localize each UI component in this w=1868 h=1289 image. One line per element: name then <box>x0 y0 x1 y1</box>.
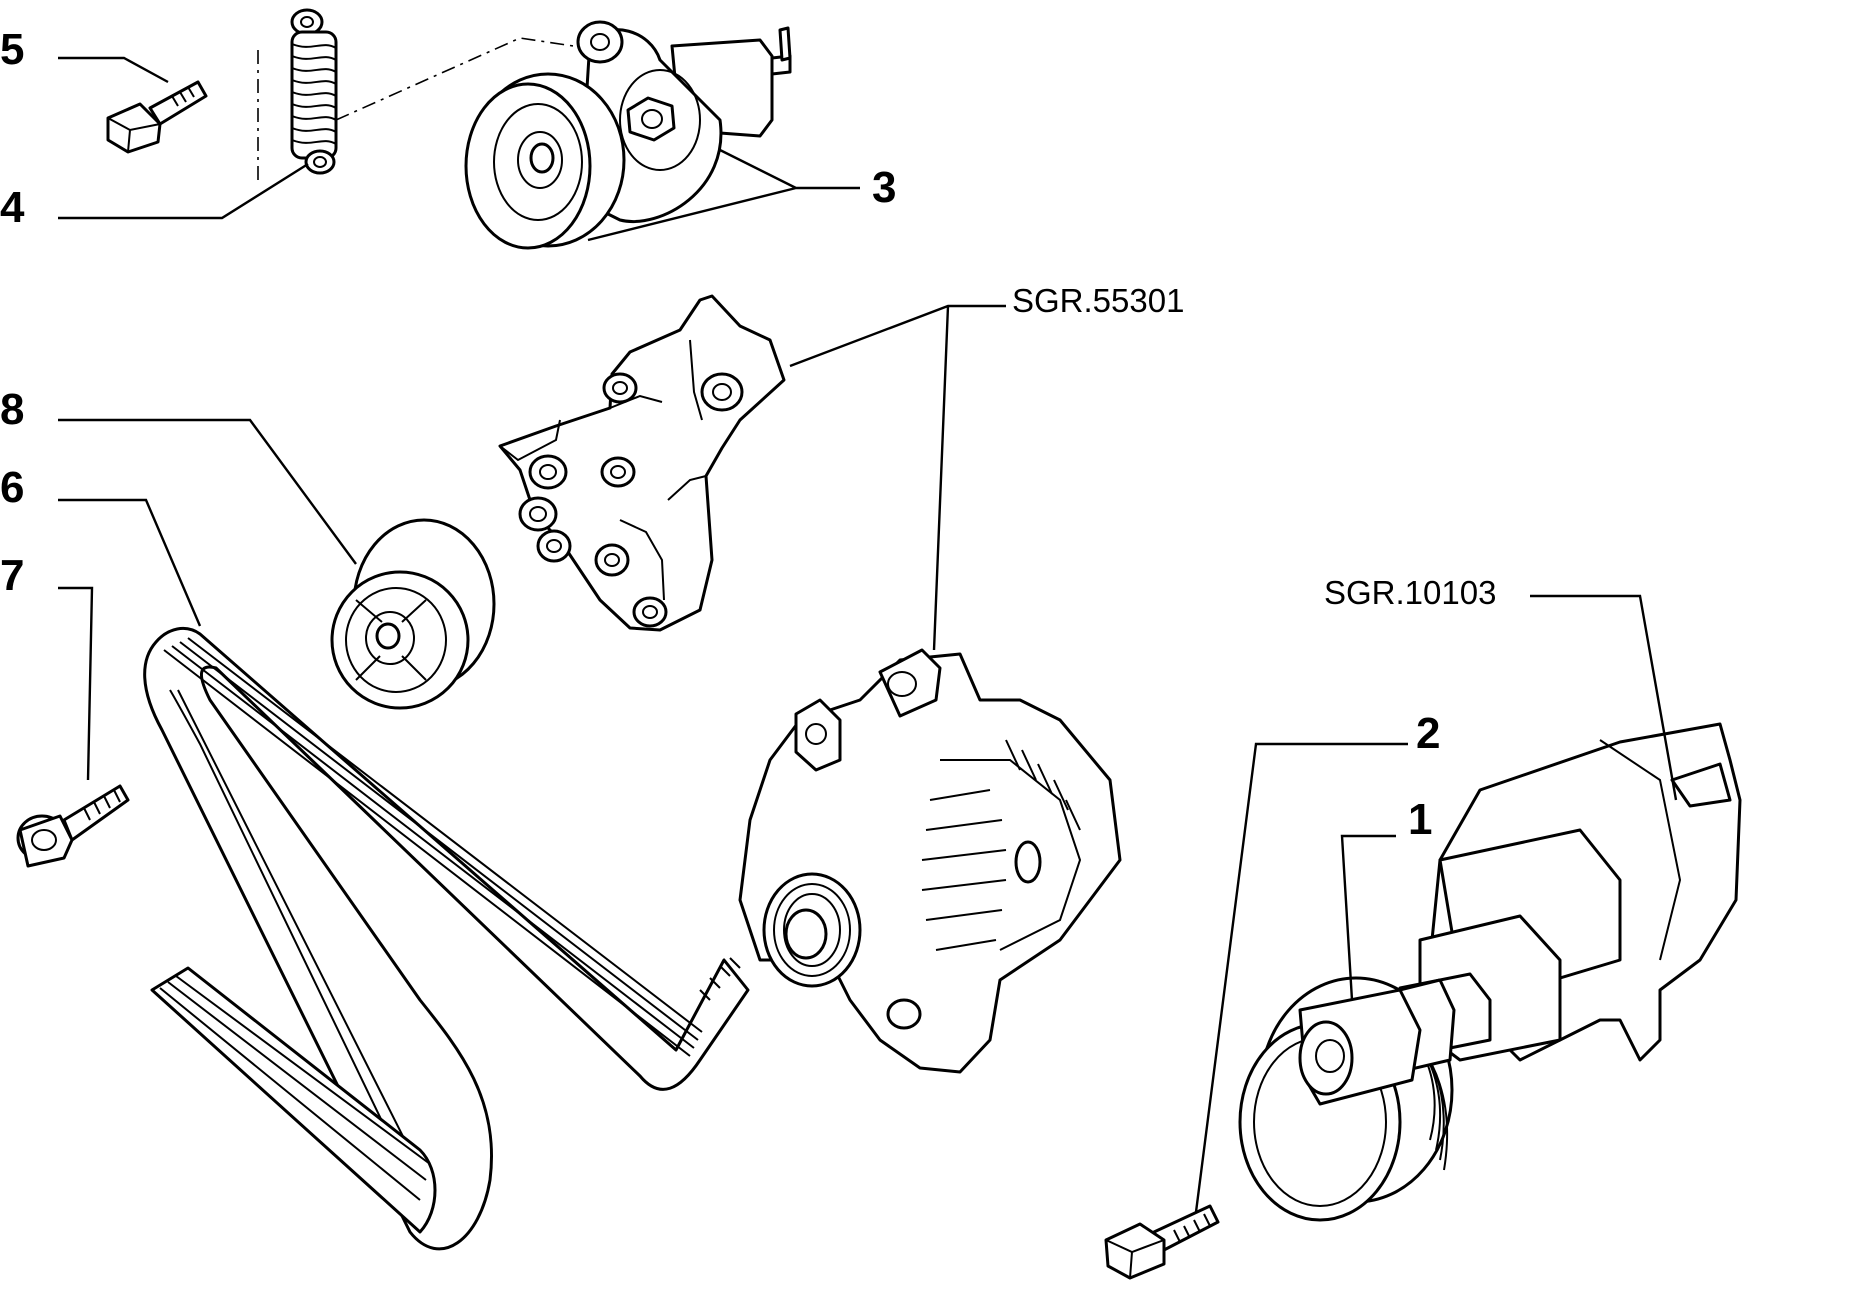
leader-sgr55301 <box>789 304 1006 651</box>
leader-lines <box>58 56 1678 1213</box>
part-6-poly-v-belt[interactable] <box>143 626 750 1251</box>
part-8-idler-pulley[interactable] <box>330 518 496 710</box>
reference-sgr-55301: SGR.55301 <box>1012 282 1184 319</box>
part-2-bolt[interactable] <box>1104 1204 1220 1280</box>
leader-1 <box>1340 834 1396 1001</box>
callout-6: 6 <box>0 463 24 512</box>
part-3-belt-tensioner[interactable] <box>464 20 792 250</box>
leader-5 <box>58 56 169 84</box>
leader-7 <box>58 586 94 781</box>
part-4-spring[interactable] <box>257 8 338 186</box>
crankshaft-end[interactable] <box>1298 722 1742 1106</box>
callout-5: 5 <box>0 25 24 74</box>
callout-4: 4 <box>0 183 25 232</box>
leader-6 <box>58 498 202 627</box>
assembly-line-spring-tensioner <box>335 37 601 121</box>
leader-4 <box>58 162 309 220</box>
leader-8 <box>58 418 357 565</box>
part-5-bolt[interactable] <box>106 80 208 154</box>
callout-7: 7 <box>0 551 24 600</box>
leader-sgr10103 <box>1530 594 1678 801</box>
alternator-bracket[interactable] <box>498 294 786 632</box>
callout-8: 8 <box>0 385 24 434</box>
leader-2 <box>1194 742 1408 1213</box>
callout-2: 2 <box>1416 709 1440 758</box>
alternator[interactable] <box>738 648 1122 1074</box>
part-7-screw[interactable] <box>16 784 130 868</box>
callout-1: 1 <box>1408 795 1432 844</box>
callout-3: 3 <box>872 163 896 212</box>
reference-sgr-10103: SGR.10103 <box>1324 574 1496 611</box>
leader-3 <box>587 148 860 242</box>
